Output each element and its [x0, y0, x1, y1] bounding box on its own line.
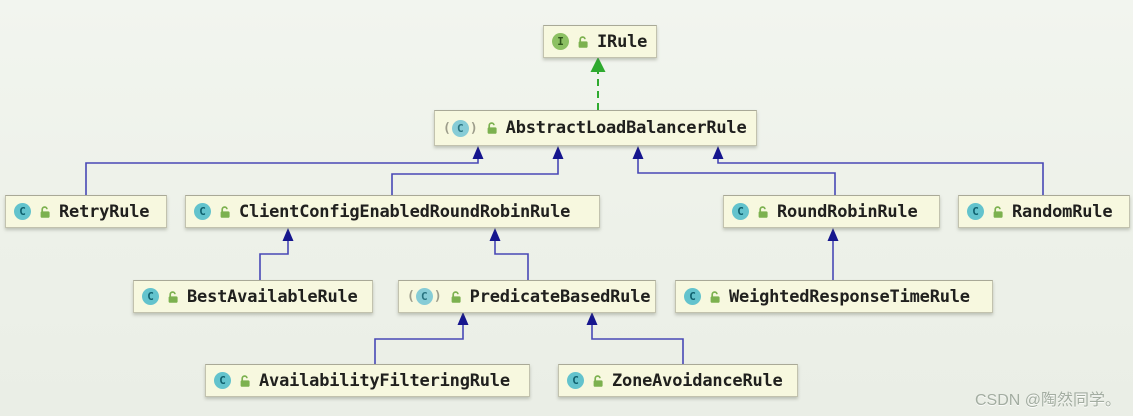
class-node-availabilityfilteringrule[interactable]: C AvailabilityFilteringRule	[205, 364, 530, 397]
class-node-weightedresponsetimerule[interactable]: C WeightedResponseTimeRule	[675, 280, 993, 313]
lock-icon	[240, 374, 250, 387]
edge-clientconfigenabledroundrobinrule-extends-abstractloadbalancerrule	[391, 146, 564, 195]
interface-icon: I	[552, 33, 569, 50]
class-name-label: IRule	[597, 31, 648, 52]
lock-icon	[220, 205, 230, 218]
edge-abstractloadbalancerrule-implements-irule	[590, 57, 606, 110]
class-node-roundrobinrule[interactable]: C RoundRobinRule	[723, 195, 940, 228]
class-name-label: AvailabilityFilteringRule	[259, 370, 510, 391]
edge-predicatebasedrule-extends-clientconfigenabledroundrobinrule	[489, 228, 529, 280]
class-node-abstractloadbalancerrule[interactable]: C AbstractLoadBalancerRule	[434, 110, 757, 146]
lock-icon	[758, 205, 768, 218]
class-icon: C	[142, 288, 159, 305]
class-name-label: BestAvailableRule	[187, 286, 358, 307]
class-name-label: PredicateBasedRule	[469, 286, 651, 307]
class-node-clientconfigenabledroundrobinrule[interactable]: C ClientConfigEnabledRoundRobinRule	[185, 195, 600, 228]
class-name-label: ClientConfigEnabledRoundRobinRule	[239, 201, 571, 222]
lock-icon	[993, 205, 1003, 218]
watermark-text: CSDN @陶然同学。	[974, 392, 1121, 409]
class-name-label: RetryRule	[59, 201, 150, 222]
edge-retryrule-extends-abstractloadbalancerrule	[85, 146, 484, 195]
class-name-label: RandomRule	[1012, 201, 1113, 222]
edge-availabilityfilteringrule-extends-predicatebasedrule	[374, 312, 469, 364]
class-node-zoneavoidancerule[interactable]: C ZoneAvoidanceRule	[558, 364, 798, 397]
edge-bestavailablerule-extends-clientconfigenabledroundrobinrule	[259, 228, 294, 280]
lock-icon	[593, 374, 603, 387]
class-name-label: ZoneAvoidanceRule	[612, 370, 783, 391]
class-icon: C	[732, 203, 749, 220]
class-icon: C	[14, 203, 31, 220]
lock-icon	[578, 35, 588, 48]
edge-zoneavoidancerule-extends-predicatebasedrule	[586, 312, 684, 364]
abstract-class-icon: C	[407, 288, 442, 305]
lock-icon	[40, 205, 50, 218]
class-icon: C	[967, 203, 984, 220]
class-icon: C	[567, 372, 584, 389]
edge-randomrule-extends-abstractloadbalancerrule	[712, 146, 1044, 195]
class-node-predicatebasedrule[interactable]: C PredicateBasedRule	[398, 280, 656, 313]
class-icon: C	[214, 372, 231, 389]
edge-weightedresponsetimerule-extends-roundrobinrule	[827, 228, 839, 280]
class-name-label: RoundRobinRule	[777, 201, 918, 222]
class-node-randomrule[interactable]: C RandomRule	[958, 195, 1130, 228]
class-icon: C	[194, 203, 211, 220]
class-node-retryrule[interactable]: C RetryRule	[5, 195, 167, 228]
lock-icon	[487, 122, 497, 134]
abstract-class-icon: C	[443, 119, 478, 137]
class-name-label: AbstractLoadBalancerRule	[505, 118, 747, 138]
lock-icon	[710, 290, 720, 303]
class-name-label: WeightedResponseTimeRule	[729, 286, 970, 307]
class-icon: C	[684, 288, 701, 305]
lock-icon	[451, 290, 461, 303]
class-node-bestavailablerule[interactable]: C BestAvailableRule	[133, 280, 373, 313]
edge-roundrobinrule-extends-abstractloadbalancerrule	[632, 146, 836, 195]
lock-icon	[168, 290, 178, 303]
class-node-irule[interactable]: I IRule	[543, 25, 657, 58]
